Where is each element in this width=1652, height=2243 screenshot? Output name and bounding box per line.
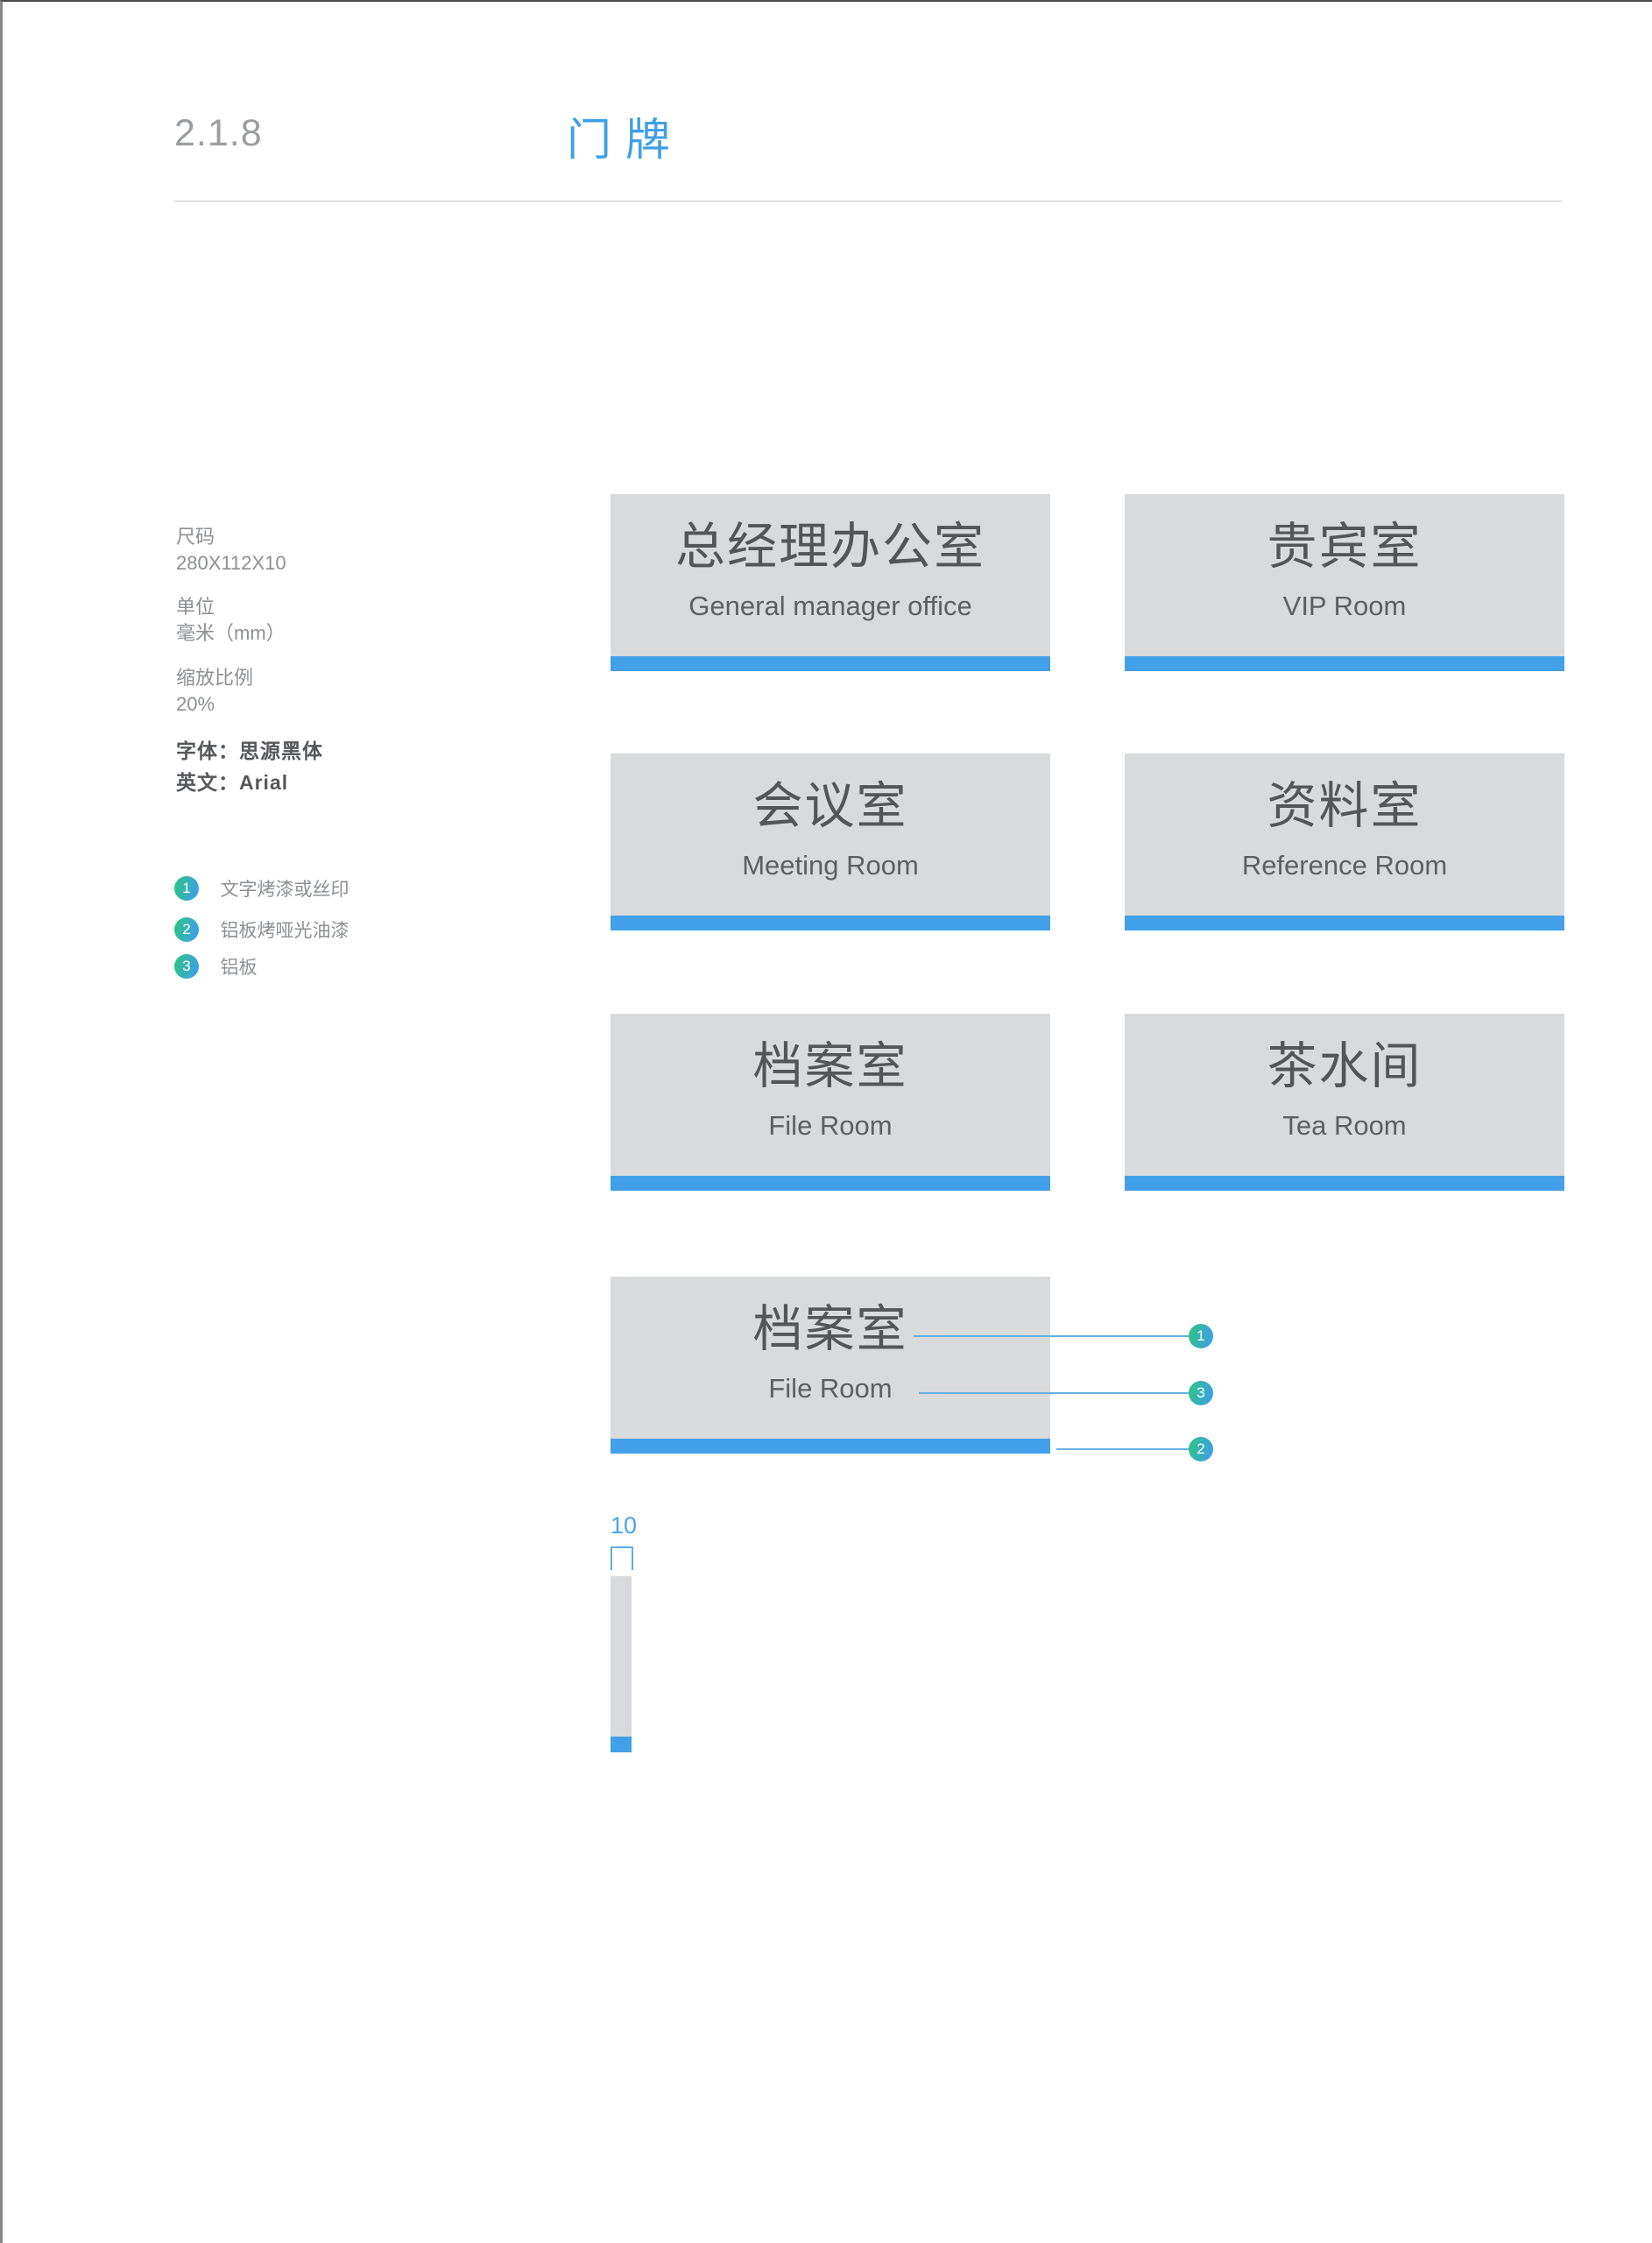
section-number: 2.1.8 <box>174 112 263 154</box>
sign-en-label: Meeting Room <box>742 850 919 881</box>
spec-font-en-value: Arial <box>239 771 289 794</box>
spec-font-en: 英文：Arial <box>176 766 288 796</box>
legend-marker-2-icon: 2 <box>174 917 199 942</box>
sign-en-label: VIP Room <box>1282 591 1407 621</box>
legend-item-3: 3 铝板 <box>174 953 258 979</box>
spec-scale-label: 缩放比例 <box>176 667 254 689</box>
callout-marker-3-icon: 3 <box>1189 1381 1213 1405</box>
callout-marker-2-icon: 2 <box>1189 1437 1213 1461</box>
thickness-dimension-label: 10 <box>611 1512 638 1539</box>
spec-unit-label: 单位 <box>176 596 215 618</box>
sign-zh-label: 贵宾室 <box>1267 519 1423 575</box>
dimension-bracket-icon <box>611 1546 633 1570</box>
legend-marker-1-icon: 1 <box>174 876 199 901</box>
leader-line-panel <box>919 1392 1189 1394</box>
sign-en-label: Reference Room <box>1241 850 1448 881</box>
spec-font-value: 思源黑体 <box>239 739 323 762</box>
sign-zh-label: 总经理办公室 <box>675 519 985 575</box>
legend-marker-3-icon: 3 <box>174 954 199 979</box>
spec-scale-value: 20% <box>176 693 215 715</box>
side-profile-blue-strip <box>611 1737 632 1752</box>
header-divider <box>174 201 1562 202</box>
sign-blue-bar <box>611 916 1050 930</box>
sign-en-label: File Room <box>768 1373 893 1404</box>
sign-blue-bar <box>1125 656 1564 671</box>
legend-label-3: 铝板 <box>220 958 258 978</box>
page-title: 门牌 <box>567 115 685 165</box>
spec-font-en-label: 英文： <box>176 771 239 794</box>
sign-zh-label: 会议室 <box>752 778 908 834</box>
legend-item-1: 1 文字烤漆或丝印 <box>174 875 349 901</box>
sign-callout-example: 档案室 File Room <box>611 1277 1050 1454</box>
sign-zh-label: 档案室 <box>752 1301 908 1357</box>
legend-label-2: 铝板烤哑光油漆 <box>220 921 349 941</box>
spec-unit-value: 毫米（mm） <box>176 622 286 644</box>
leader-line-bar <box>1056 1448 1189 1450</box>
sign-blue-bar <box>1125 916 1564 930</box>
spec-font-label: 字体： <box>176 739 239 762</box>
sign-zh-label: 茶水间 <box>1267 1038 1423 1094</box>
sign-zh-label: 资料室 <box>1267 778 1423 834</box>
sign-general-manager-office: 总经理办公室 General manager office <box>611 494 1050 671</box>
sign-zh-label: 档案室 <box>752 1038 908 1094</box>
sign-blue-bar <box>611 1176 1050 1191</box>
sign-en-label: General manager office <box>688 591 972 621</box>
side-profile-plate <box>611 1576 632 1737</box>
legend-item-2: 2 铝板烤哑光油漆 <box>174 916 349 942</box>
spec-font: 字体：思源黑体 <box>176 734 323 764</box>
sign-vip-room: 贵宾室 VIP Room <box>1125 494 1564 671</box>
sign-meeting-room: 会议室 Meeting Room <box>611 754 1050 930</box>
spec-size-value: 280X112X10 <box>176 552 286 574</box>
sign-blue-bar <box>611 1439 1050 1454</box>
spec-size: 尺码 280X112X10 <box>176 524 286 577</box>
sign-en-label: File Room <box>768 1110 893 1141</box>
spec-scale: 缩放比例 20% <box>176 665 253 718</box>
sign-en-label: Tea Room <box>1282 1110 1407 1141</box>
spec-unit: 单位 毫米（mm） <box>176 594 286 647</box>
sign-file-room: 档案室 File Room <box>611 1014 1050 1191</box>
sign-blue-bar <box>1125 1176 1564 1191</box>
sign-reference-room: 资料室 Reference Room <box>1125 754 1564 930</box>
sign-tea-room: 茶水间 Tea Room <box>1125 1014 1564 1191</box>
legend-label-1: 文字烤漆或丝印 <box>220 880 349 900</box>
spec-size-label: 尺码 <box>176 526 215 548</box>
sign-blue-bar <box>611 656 1050 671</box>
leader-line-text <box>914 1335 1189 1337</box>
callout-marker-1-icon: 1 <box>1189 1324 1213 1348</box>
